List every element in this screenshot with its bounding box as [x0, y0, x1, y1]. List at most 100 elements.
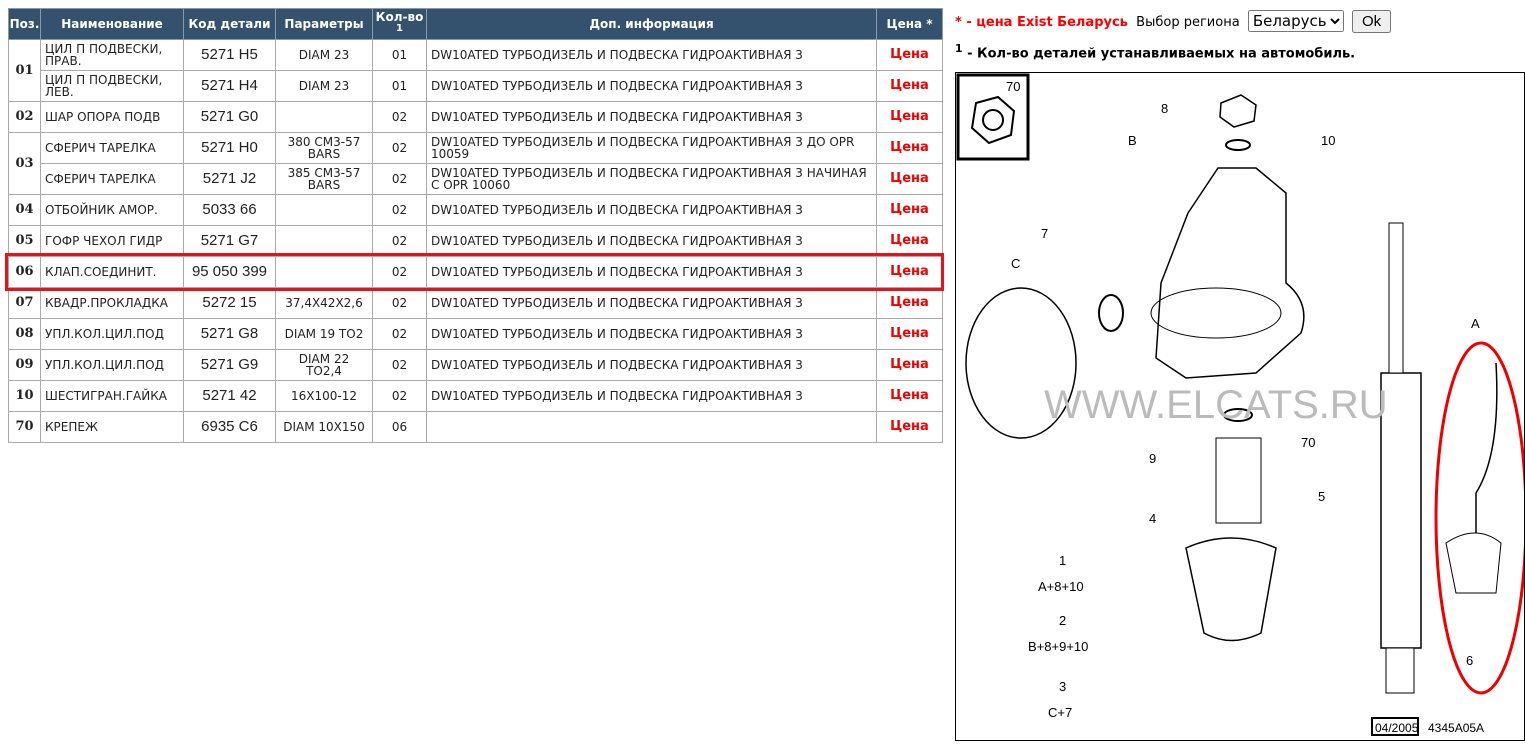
header-name: Наименование: [40, 8, 184, 40]
header-pos: Поз.: [8, 8, 41, 40]
cell-name: УПЛ.КОЛ.ЦИЛ.ПОД: [40, 349, 184, 381]
cell-info: DW10ATED ТУРБОДИЗЕЛЬ И ПОДВЕСКА ГИДРОАКТ…: [426, 380, 877, 412]
cell-params: 37,4X42X2,6: [275, 287, 373, 319]
cell-pos: 01: [8, 39, 41, 102]
cell-params: 16X100-12: [275, 380, 373, 412]
cell-qty: 06: [372, 411, 427, 443]
cell-name: ЦИЛ П ПОДВЕСКИ, ПРАВ.: [40, 39, 184, 71]
diagram-svg: 70 8 10 B 7 C A 9 4 5 6 70 WWW.ELCATS.RU…: [956, 73, 1525, 736]
parts-diagram: 70 8 10 B 7 C A 9 4 5 6 70 WWW.ELCATS.RU…: [955, 72, 1525, 741]
cell-params: DIAM 22 TO2,4: [275, 349, 373, 381]
cell-name: СФЕРИЧ ТАРЕЛКА: [40, 132, 184, 164]
label-5: 5: [1318, 489, 1325, 504]
cell-code: 5272 15: [183, 287, 276, 319]
price-link[interactable]: Цена: [876, 318, 943, 350]
cell-info: DW10ATED ТУРБОДИЗЕЛЬ И ПОДВЕСКА ГИДРОАКТ…: [426, 256, 877, 288]
label-9: 9: [1149, 451, 1156, 466]
formula-2: B+8+9+10: [1028, 639, 1088, 654]
price-link[interactable]: Цена: [876, 256, 943, 288]
cell-params: DIAM 23: [275, 39, 373, 71]
cell-qty: 02: [372, 256, 427, 288]
cell-pos: 06: [8, 256, 41, 288]
price-legend: * - цена Exist Беларусь: [955, 15, 1128, 30]
price-link[interactable]: Цена: [876, 194, 943, 226]
ok-button[interactable]: Ok: [1351, 10, 1392, 33]
nut-icon: [970, 95, 1016, 145]
cell-qty: 01: [372, 70, 427, 102]
note-text: - Кол-во деталей устанавливаемых на авто…: [962, 46, 1356, 62]
gasket-7: [1098, 294, 1124, 332]
header-qty-label: Кол-во: [375, 9, 424, 24]
price-link[interactable]: Цена: [876, 70, 943, 102]
cell-params: 385 CM3-57 BARS: [275, 163, 373, 195]
price-link[interactable]: Цена: [876, 225, 943, 257]
cell-pos: 08: [8, 318, 41, 350]
cell-qty: 02: [372, 349, 427, 381]
cell-name: СФЕРИЧ ТАРЕЛКА: [40, 163, 184, 195]
table-row: ЦИЛ П ПОДВЕСКИ, ЛЕВ. 5271 H4 DIAM 23 01 …: [9, 70, 943, 102]
label-C: C: [1011, 256, 1020, 271]
cell-info: DW10ATED ТУРБОДИЗЕЛЬ И ПОДВЕСКА ГИДРОАКТ…: [426, 349, 877, 381]
label-8: 8: [1161, 101, 1168, 116]
cell-params: DIAM 10X150: [275, 411, 373, 443]
cell-params: 380 CM3-57 BARS: [275, 132, 373, 164]
header-qty: Кол-во 1: [372, 8, 427, 40]
cell-code: 5271 G9: [183, 349, 276, 381]
legend: * - цена Exist Беларусь Выбор региона Бе…: [955, 10, 1392, 33]
cell-qty: 02: [372, 380, 427, 412]
cell-pos: 04: [8, 194, 41, 226]
cell-params: [275, 256, 373, 288]
price-link[interactable]: Цена: [876, 39, 943, 71]
cell-name: КЛАП.СОЕДИНИТ.: [40, 256, 184, 288]
price-link[interactable]: Цена: [876, 163, 943, 195]
valve-6: [1445, 532, 1502, 594]
inset-box: [956, 73, 1030, 161]
formula-1: A+8+10: [1038, 579, 1084, 594]
label-70: 70: [1301, 435, 1315, 450]
qty-note: 1 - Кол-во деталей устанавливаемых на ав…: [955, 42, 1355, 61]
price-link[interactable]: Цена: [876, 132, 943, 164]
cell-name: ШЕСТИГРАН.ГАЙКА: [40, 380, 184, 412]
boot-5: [1185, 537, 1277, 642]
label-6: 6: [1466, 653, 1473, 668]
region-select[interactable]: Беларусь: [1247, 10, 1344, 32]
cell-code: 5271 H0: [183, 132, 276, 164]
cell-params: [275, 101, 373, 133]
cell-code: 5271 G7: [183, 225, 276, 257]
header-qty-sup: 1: [396, 22, 403, 34]
cell-pos: 09: [8, 349, 41, 381]
sphere-C: [965, 287, 1077, 439]
cell-info: DW10ATED ТУРБОДИЗЕЛЬ И ПОДВЕСКА ГИДРОАКТ…: [426, 163, 877, 195]
cell-info: DW10ATED ТУРБОДИЗЕЛЬ И ПОДВЕСКА ГИДРОАКТ…: [426, 194, 877, 226]
cell-info: [426, 411, 877, 443]
red-circle: [1434, 341, 1525, 695]
cell-info: DW10ATED ТУРБОДИЗЕЛЬ И ПОДВЕСКА ГИДРОАКТ…: [426, 225, 877, 257]
label-3: 3: [1059, 679, 1066, 694]
label-10: 10: [1321, 133, 1335, 148]
cell-name: КВАДР.ПРОКЛАДКА: [40, 287, 184, 319]
cell-qty: 02: [372, 318, 427, 350]
cell-params: [275, 194, 373, 226]
price-link[interactable]: Цена: [876, 349, 943, 381]
label-7: 7: [1041, 226, 1048, 241]
cell-name: КРЕПЕЖ: [40, 411, 184, 443]
cell-code: 5271 H5: [183, 39, 276, 71]
label-A: A: [1471, 316, 1480, 331]
price-link[interactable]: Цена: [876, 101, 943, 133]
cell-pos: 10: [8, 380, 41, 412]
cell-qty: 02: [372, 132, 427, 164]
seal-9: [1223, 408, 1253, 422]
price-link[interactable]: Цена: [876, 287, 943, 319]
cell-pos: 70: [8, 411, 41, 443]
label-4: 4: [1149, 511, 1156, 526]
cell-info: DW10ATED ТУРБОДИЗЕЛЬ И ПОДВЕСКА ГИДРОАКТ…: [426, 287, 877, 319]
cell-qty: 02: [372, 163, 427, 195]
price-link[interactable]: Цена: [876, 380, 943, 412]
seal-8: [1225, 139, 1251, 151]
price-link[interactable]: Цена: [876, 411, 943, 443]
